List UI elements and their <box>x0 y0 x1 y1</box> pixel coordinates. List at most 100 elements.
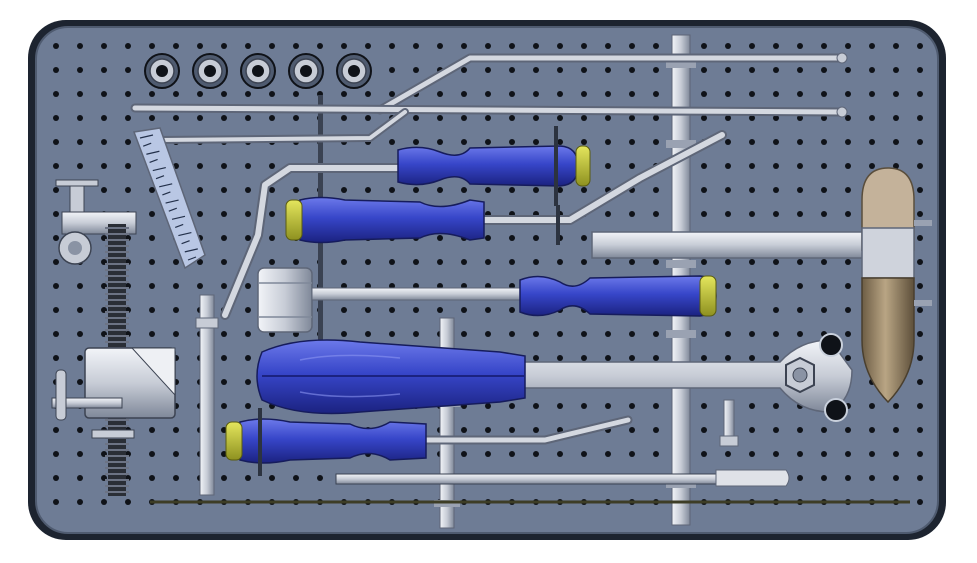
tray-hole <box>557 43 563 49</box>
tray-hole <box>701 427 707 433</box>
tray-hole <box>269 115 275 121</box>
tray-hole <box>581 91 587 97</box>
tray-hole <box>317 475 323 481</box>
tray-hole <box>173 43 179 49</box>
tray-hole <box>221 331 227 337</box>
tray-hole <box>797 331 803 337</box>
tray-hole <box>917 475 923 481</box>
tray-hole <box>749 187 755 193</box>
tray-hole <box>77 355 83 361</box>
tray-hole <box>773 403 779 409</box>
tray-hole <box>581 139 587 145</box>
tray-hole <box>245 331 251 337</box>
tray-hole <box>701 115 707 121</box>
tray-hole <box>701 43 707 49</box>
tray-hole <box>581 355 587 361</box>
tray-hole <box>653 139 659 145</box>
tray-hole <box>437 115 443 121</box>
tray-hole <box>773 67 779 73</box>
gauge-tick <box>181 240 190 245</box>
tray-hole <box>725 91 731 97</box>
tray-hole <box>245 307 251 313</box>
washer-ring-icon <box>336 53 372 89</box>
tray-hole <box>821 283 827 289</box>
tray-hole <box>245 355 251 361</box>
tray-hole <box>389 139 395 145</box>
tray-hole <box>53 427 59 433</box>
gauge-tick <box>187 256 197 261</box>
tray-hole <box>245 235 251 241</box>
tray-hole <box>269 235 275 241</box>
tray-hole <box>605 139 611 145</box>
tray-hole <box>917 67 923 73</box>
tray-hole <box>725 67 731 73</box>
tray-hole <box>461 43 467 49</box>
tray-hole <box>413 43 419 49</box>
tray-hole <box>581 115 587 121</box>
tray-hole <box>845 307 851 313</box>
tray-hole <box>461 91 467 97</box>
tray-hole <box>53 355 59 361</box>
tray-hole <box>269 259 275 265</box>
tray-hole <box>845 211 851 217</box>
tray-hole <box>437 307 443 313</box>
tray-hole <box>533 259 539 265</box>
tray-hole <box>413 259 419 265</box>
tray-hole <box>221 475 227 481</box>
tray-hole <box>749 451 755 457</box>
tray-hole <box>293 259 299 265</box>
tray-hole <box>797 211 803 217</box>
tray-hole <box>869 91 875 97</box>
tray-hole <box>797 283 803 289</box>
gauge-tick <box>168 207 178 212</box>
tray-hole <box>245 163 251 169</box>
tray-hole <box>917 403 923 409</box>
tray-hole <box>221 379 227 385</box>
tray-hole <box>101 91 107 97</box>
tray-hole <box>869 403 875 409</box>
tray-hole <box>725 139 731 145</box>
tray-hole <box>77 139 83 145</box>
tray-hole <box>533 451 539 457</box>
tray-hole <box>533 91 539 97</box>
tray-hole <box>629 355 635 361</box>
tray-hole <box>893 163 899 169</box>
tray-hole <box>125 163 131 169</box>
rod-top-bent <box>375 52 848 115</box>
tray-hole <box>221 43 227 49</box>
tray-hole <box>893 403 899 409</box>
tray-hole <box>821 91 827 97</box>
tray-hole <box>653 331 659 337</box>
gauge-ticks <box>139 134 198 261</box>
tray-hole <box>893 427 899 433</box>
tray-hole <box>629 211 635 217</box>
tray-hole <box>509 235 515 241</box>
tray-hole <box>581 451 587 457</box>
tray-hole <box>269 211 275 217</box>
gauge-tick <box>155 175 165 180</box>
tray-hole <box>821 115 827 121</box>
tray-hole <box>893 43 899 49</box>
tray-hole <box>293 91 299 97</box>
tray-hole <box>629 427 635 433</box>
tray-hole <box>437 139 443 145</box>
gauge-tick <box>152 166 166 172</box>
tray-hole <box>485 451 491 457</box>
gauge-tick <box>146 150 160 155</box>
tray-hole <box>869 115 875 121</box>
tray-hole <box>917 235 923 241</box>
tray-hole <box>917 259 923 265</box>
tray-hole <box>725 451 731 457</box>
tray-hole <box>269 91 275 97</box>
tray-hole <box>245 115 251 121</box>
tray-hole <box>77 427 83 433</box>
tray-hole <box>773 331 779 337</box>
tray-hole <box>629 259 635 265</box>
tray-hole <box>53 451 59 457</box>
tray-hole <box>749 259 755 265</box>
tray-hole <box>845 259 851 265</box>
tray-hole <box>485 43 491 49</box>
tray-hole <box>533 355 539 361</box>
tray-hole <box>125 115 131 121</box>
